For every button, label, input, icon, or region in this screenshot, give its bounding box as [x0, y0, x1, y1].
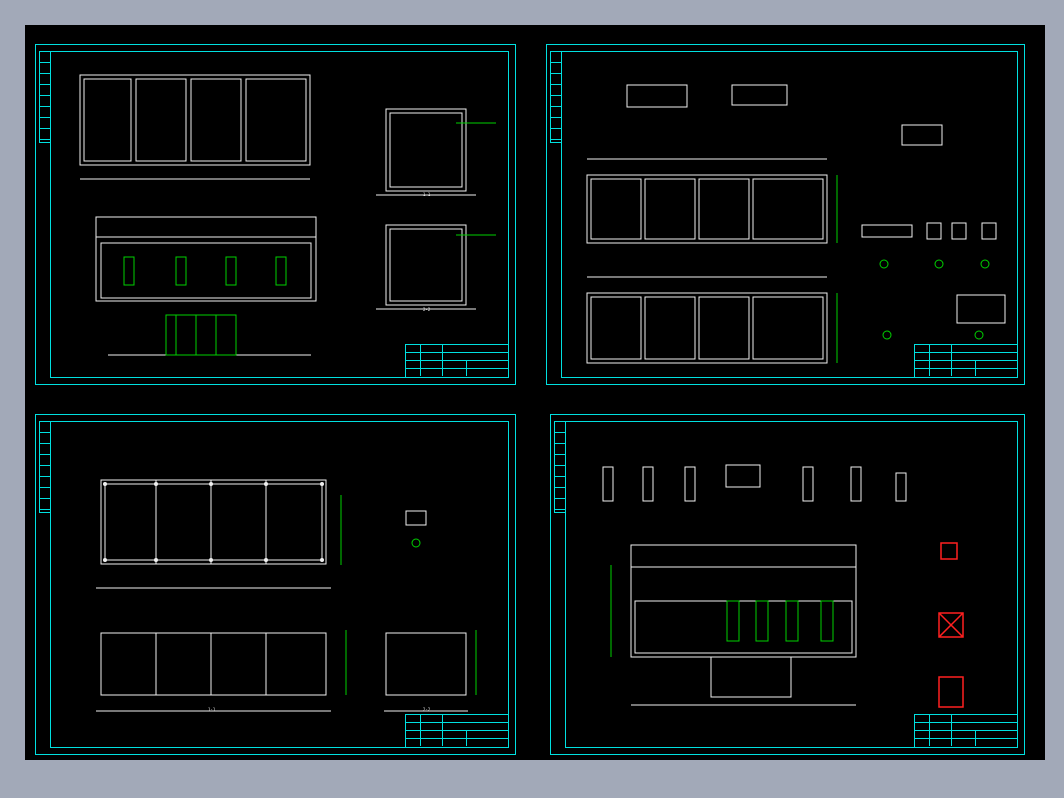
cad-viewport[interactable]: 1-1 2-2 [25, 25, 1045, 760]
title-block [405, 344, 509, 378]
section-1-1-box [385, 108, 467, 192]
title-block [914, 344, 1018, 378]
red-details [938, 542, 964, 708]
plan-outer-wall [79, 74, 311, 166]
sheet-border [50, 51, 509, 378]
elevation-1-1 [100, 632, 327, 696]
detail-top-mid [731, 84, 788, 106]
section-label-1: 1-1 [423, 192, 431, 197]
section-upper [586, 174, 828, 244]
plan-view-3 [100, 479, 327, 565]
sheet-border [50, 421, 509, 748]
section-lower [586, 292, 828, 364]
section-2-2-box [385, 224, 467, 306]
elevation-outline [95, 216, 317, 302]
drawing-sheet-3[interactable]: 1-1 2-2 [35, 414, 516, 755]
sheet-border [565, 421, 1018, 748]
sheet-border [561, 51, 1018, 378]
sheet-2-drawing [586, 84, 1006, 364]
sheet-1-drawing [79, 74, 496, 356]
sheet-4-drawing [602, 464, 964, 708]
drawing-sheet-4[interactable] [550, 414, 1025, 755]
drawing-sheet-1[interactable]: 1-1 2-2 [35, 44, 516, 385]
section-label: 2-2 [423, 707, 431, 712]
section-2-2 [385, 632, 467, 696]
elevation-label: 1-1 [208, 707, 216, 712]
drawing-sheet-2[interactable] [546, 44, 1025, 385]
title-block [405, 714, 509, 748]
section-label-2: 2-2 [423, 307, 431, 312]
detail-top-left [626, 84, 688, 108]
title-block [914, 714, 1018, 748]
sheet-3-drawing [96, 479, 477, 712]
